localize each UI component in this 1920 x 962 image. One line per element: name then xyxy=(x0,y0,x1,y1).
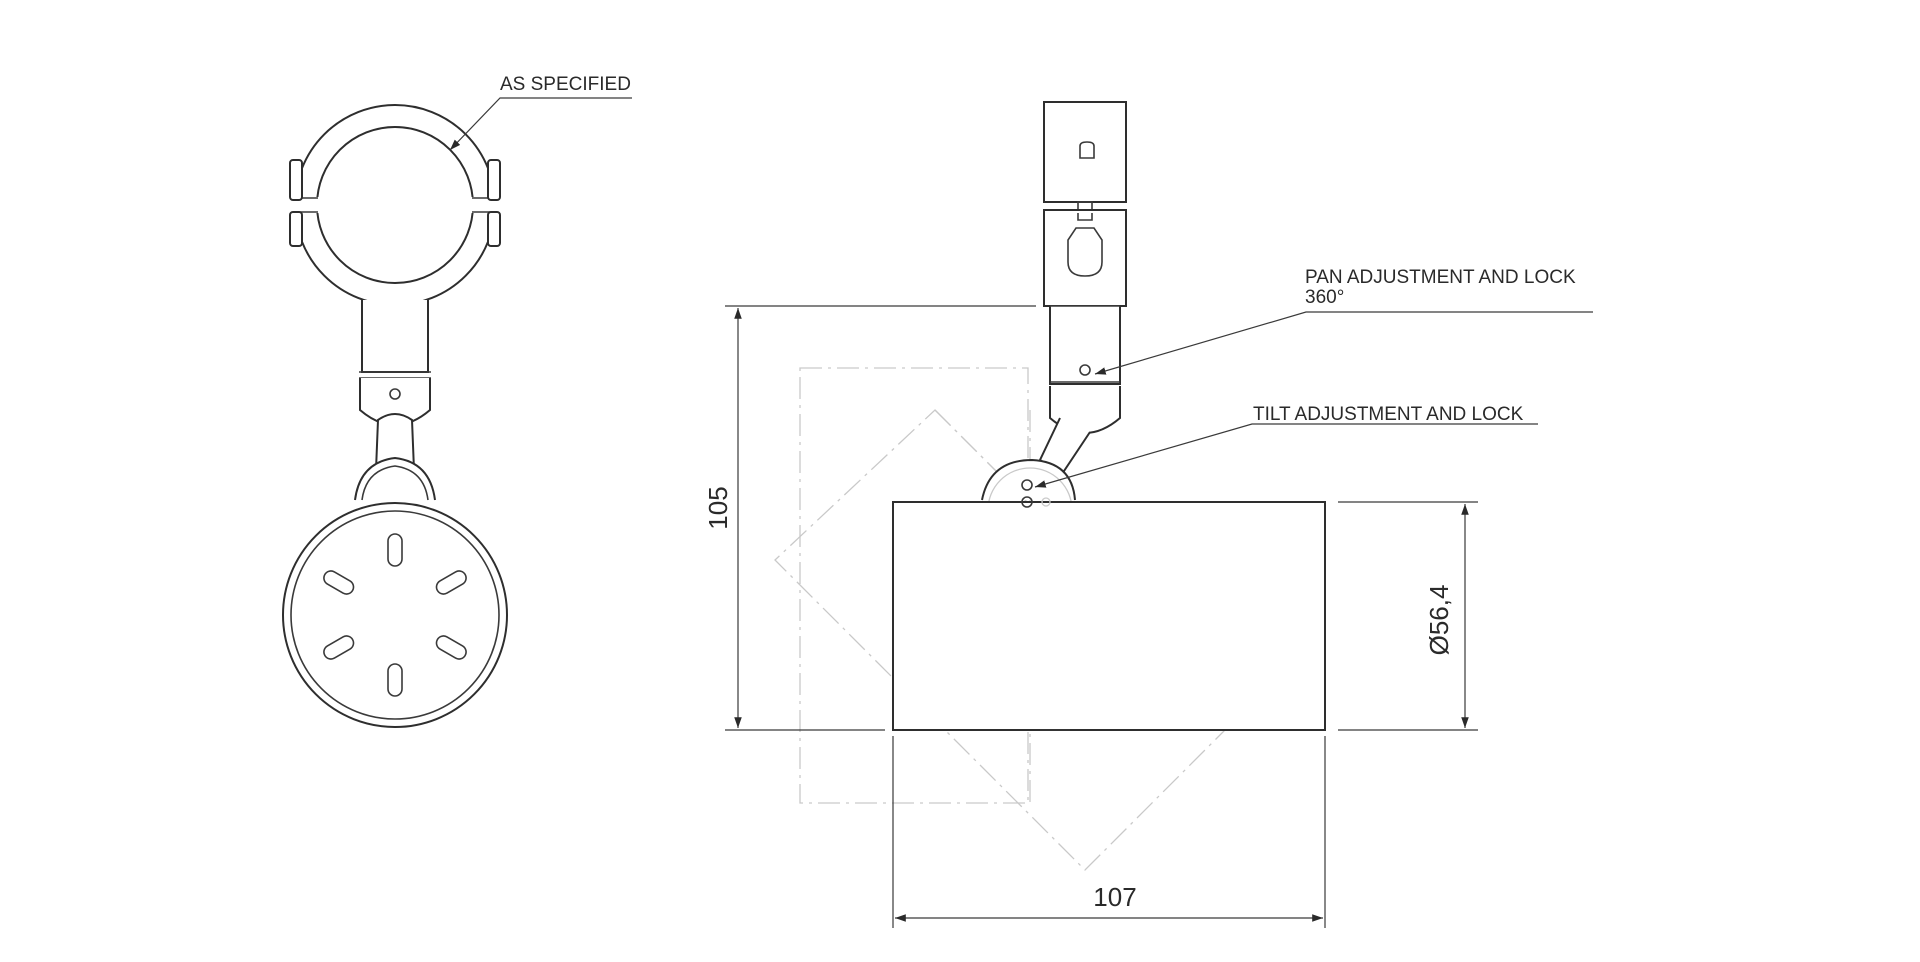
tilt-callout: TILT ADJUSTMENT AND LOCK xyxy=(1034,404,1538,488)
lamp-body xyxy=(892,458,1326,731)
tilt-label: TILT ADJUSTMENT AND LOCK xyxy=(1253,404,1524,425)
track-adapter xyxy=(1038,101,1127,476)
clamp-ring xyxy=(289,104,501,306)
height-dimension-value: 105 xyxy=(703,486,733,529)
diameter-dimension-value: Ø56,4 xyxy=(1424,585,1454,656)
side-view: PAN ADJUSTMENT AND LOCK 360° TILT ADJUST… xyxy=(703,101,1593,928)
width-dimension-value: 107 xyxy=(1093,882,1136,912)
front-view: AS SPECIFIED xyxy=(282,74,632,728)
vent-slots xyxy=(323,533,467,697)
width-dimension: 107 xyxy=(892,736,1326,928)
pan-label-line1: PAN ADJUSTMENT AND LOCK xyxy=(1305,267,1576,288)
height-dimension: 105 xyxy=(703,305,1070,731)
as-specified-label: AS SPECIFIED xyxy=(500,74,631,95)
pan-label-line2: 360° xyxy=(1305,287,1344,308)
front-stem xyxy=(354,300,436,501)
diameter-dimension: Ø56,4 xyxy=(1338,501,1478,731)
lamp-face xyxy=(282,502,508,728)
pan-callout: PAN ADJUSTMENT AND LOCK 360° xyxy=(1094,267,1593,375)
as-specified-callout: AS SPECIFIED xyxy=(449,74,632,151)
